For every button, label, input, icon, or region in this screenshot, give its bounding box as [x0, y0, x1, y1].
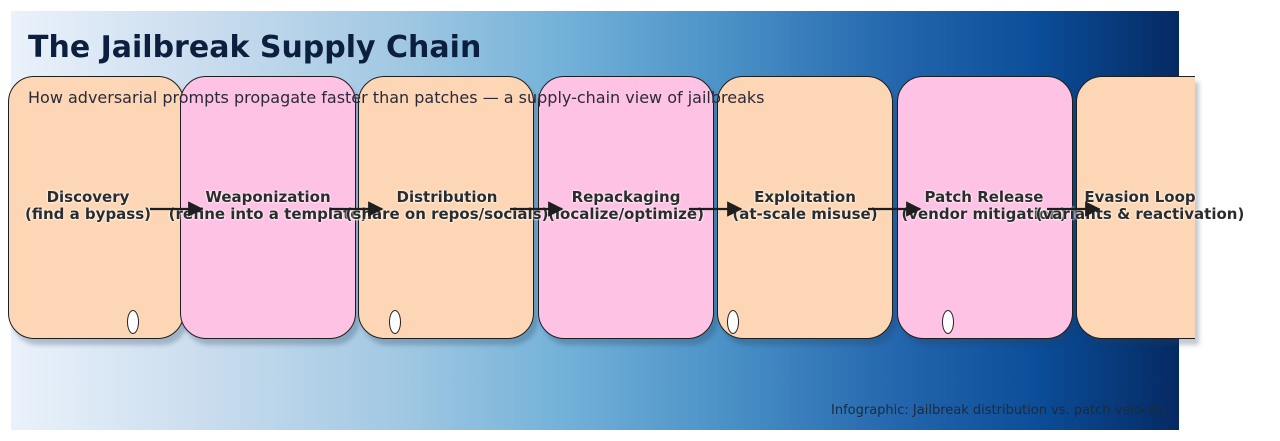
stage-discovery-box: [8, 76, 184, 339]
oval-marker: [127, 310, 139, 334]
oval-marker: [389, 310, 401, 334]
stage-distribution-label: Distribution (share on repos/socials): [317, 189, 577, 223]
diagram-subtitle: How adversarial prompts propagate faster…: [28, 88, 765, 107]
stage-detail: (find a bypass): [24, 205, 152, 223]
stage-exploitation-box: [717, 76, 893, 339]
stage-detail: (variants & reactivation): [1035, 205, 1245, 223]
stage-name: Discovery: [46, 188, 130, 206]
oval-marker: [942, 310, 954, 334]
oval-marker: [727, 310, 739, 334]
stage-name: Patch Release: [924, 188, 1044, 206]
stage-detail: (refine into a template): [168, 205, 368, 223]
stage-evasion-loop-label: Evasion Loop (variants & reactivation): [1010, 189, 1270, 223]
stage-discovery-label: Discovery (find a bypass): [0, 189, 218, 223]
diagram-title: The Jailbreak Supply Chain: [28, 30, 482, 65]
stage-detail: (vendor mitigation): [901, 205, 1067, 223]
stage-name: Exploitation: [754, 188, 856, 206]
stage-name: Repackaging: [571, 188, 681, 206]
stage-distribution-box: [358, 76, 534, 339]
stage-exploitation-label: Exploitation (at-scale misuse): [675, 189, 935, 223]
stage-name: Distribution: [396, 188, 498, 206]
stage-weaponization-label: Weaponization (refine into a template): [138, 189, 398, 223]
stage-detail: (share on repos/socials): [345, 205, 549, 223]
stage-weaponization-box: [180, 76, 356, 339]
stage-repackaging-label: Repackaging (localize/optimize): [496, 189, 756, 223]
footer-caption: Infographic: Jailbreak distribution vs. …: [831, 403, 1166, 418]
stage-detail: (localize/optimize): [548, 205, 704, 223]
stage-patch-release-label: Patch Release (vendor mitigation): [854, 189, 1114, 223]
stage-name: Weaponization: [205, 188, 331, 206]
stage-name: Evasion Loop: [1084, 188, 1196, 206]
stage-detail: (at-scale misuse): [732, 205, 878, 223]
stage-repackaging-box: [538, 76, 714, 339]
stage-patch-release-box: [897, 76, 1073, 339]
